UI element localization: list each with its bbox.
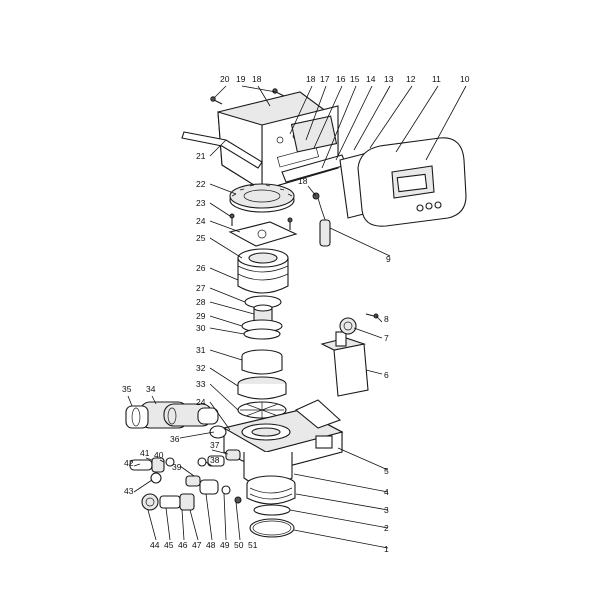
callout-41: 40 <box>154 450 164 460</box>
base-o-ring <box>249 518 295 538</box>
spacer-ring <box>243 328 281 340</box>
main-drive-gear <box>229 183 295 213</box>
seal-cage <box>237 376 287 400</box>
screw <box>272 88 285 97</box>
callout-23: 22 <box>196 179 206 189</box>
callout-51: 50 <box>234 540 244 550</box>
callout-7: 7 <box>384 333 389 343</box>
control-button <box>434 201 442 209</box>
front-control-cover <box>357 137 467 227</box>
brine-valve <box>141 493 195 511</box>
callout-16: 16 <box>336 74 346 84</box>
callout-27: 26 <box>196 263 206 273</box>
callout-15: 15 <box>350 74 360 84</box>
callout-46: 45 <box>164 540 174 550</box>
callout-44: 43 <box>124 486 134 496</box>
screw <box>287 217 293 230</box>
callout-2: 2 <box>384 523 389 533</box>
leader-lines <box>127 85 467 549</box>
callout-45: 44 <box>150 540 160 550</box>
control-button <box>425 202 433 210</box>
motor-assembly <box>320 313 379 397</box>
callout-38: 37 <box>210 440 220 450</box>
screw <box>210 96 223 105</box>
callout-36: 35 <box>122 384 132 394</box>
injector-assembly <box>185 449 242 504</box>
callout-42: 41 <box>140 448 150 458</box>
callout-3: 3 <box>384 505 389 515</box>
control-button <box>416 204 424 212</box>
callout-50: 49 <box>220 540 230 550</box>
inlet-outlet-fitting <box>125 401 219 429</box>
callout-21: 20 <box>220 74 230 84</box>
callout-28: 27 <box>196 283 206 293</box>
callout-8: 8 <box>384 314 389 324</box>
callout-9: 9 <box>386 254 391 264</box>
spacer-stack <box>241 349 283 375</box>
callout-20: 19 <box>236 74 246 84</box>
callout-6: 6 <box>384 370 389 380</box>
callout-29: 28 <box>196 297 206 307</box>
callout-19: 18 <box>252 74 262 84</box>
callout-14: 14 <box>366 74 376 84</box>
callout-22: 21 <box>196 151 206 161</box>
callout-43: 42 <box>124 458 134 468</box>
callout-24-lower: 24 <box>196 397 206 407</box>
callout-12: 12 <box>406 74 416 84</box>
sensor-cable <box>312 192 331 247</box>
callout-24: 23 <box>196 198 206 208</box>
callout-26: 25 <box>196 233 206 243</box>
o-ring <box>253 504 291 516</box>
callout-numbers: 20 19 18 18 17 16 15 14 13 12 11 10 21 2… <box>122 74 470 554</box>
circuit-board <box>290 115 338 153</box>
callout-39: 38 <box>210 455 220 465</box>
callout-11: 11 <box>432 74 441 84</box>
callout-18-lower: 18 <box>298 176 308 186</box>
callout-34: 33 <box>196 379 206 389</box>
callout-47: 46 <box>178 540 188 550</box>
bottom-adapter <box>246 475 296 505</box>
callout-30: 29 <box>196 311 206 321</box>
callout-1: 1 <box>384 544 389 554</box>
callout-37: 36 <box>170 434 180 444</box>
callout-52: 51 <box>248 540 258 550</box>
callout-18: 18 <box>306 74 316 84</box>
callout-4: 4 <box>384 487 389 497</box>
spider-seal <box>237 401 287 419</box>
callout-17: 17 <box>320 74 330 84</box>
callout-48: 47 <box>192 540 202 550</box>
callout-32: 31 <box>196 345 206 355</box>
cover-plate <box>228 221 298 247</box>
callout-5: 5 <box>384 466 389 476</box>
callout-25: 24 <box>196 216 206 226</box>
gear-housing <box>237 248 289 294</box>
screw <box>229 213 235 226</box>
callout-35: 34 <box>146 384 156 394</box>
callout-10: 10 <box>460 74 470 84</box>
callout-31: 30 <box>196 323 206 333</box>
valve-body <box>222 399 344 487</box>
callout-33: 32 <box>196 363 206 373</box>
fitting-o-ring <box>209 425 227 439</box>
drain-elbow <box>129 457 175 484</box>
callout-13: 13 <box>384 74 394 84</box>
callout-40: 39 <box>172 462 182 472</box>
callout-49: 48 <box>206 540 216 550</box>
